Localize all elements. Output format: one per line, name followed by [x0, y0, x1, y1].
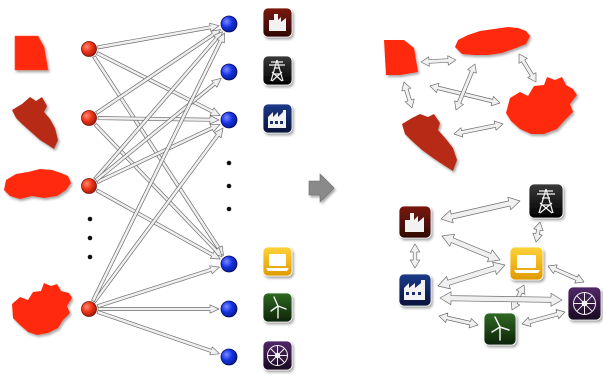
wind-turbine-icon-right	[483, 312, 517, 346]
sector-link-arrow	[438, 312, 479, 329]
link-arrow	[96, 265, 220, 309]
factory-blue-icon-right	[398, 273, 432, 307]
factory-dark-icon	[262, 7, 293, 38]
peru-map-right	[402, 114, 457, 171]
link-arrow	[95, 188, 221, 260]
china-map	[12, 283, 72, 335]
country-link-arrow	[454, 63, 477, 111]
turkey-map-right	[455, 27, 530, 55]
transition-arrow	[308, 173, 335, 203]
country-node-turkey	[81, 178, 97, 194]
link-arrow	[97, 115, 220, 125]
link-arrow	[92, 127, 224, 304]
sector-link-arrow	[409, 243, 421, 269]
china-map-right	[506, 77, 577, 134]
wheel-icon-right	[567, 286, 602, 321]
sector-link-arrow	[441, 233, 501, 263]
sector-link-arrow	[437, 261, 506, 290]
peru-map	[12, 97, 58, 149]
sector-link-arrow	[440, 196, 521, 224]
sector-link-arrow	[439, 291, 563, 307]
sector-node-2	[220, 63, 238, 81]
country-node-china	[81, 301, 97, 317]
sector-ellipsis	[226, 160, 232, 212]
laptop-icon-right	[509, 246, 544, 281]
turkey-map	[4, 169, 71, 199]
wind-turbine-icon	[262, 292, 293, 323]
factory-blue-icon	[262, 103, 293, 134]
sector-link-arrow	[547, 264, 585, 284]
sector-node-1	[220, 15, 238, 33]
country-node-peru	[81, 110, 97, 126]
link-arrow	[95, 51, 221, 116]
link-arrow	[97, 304, 220, 314]
country-link-arrow	[518, 53, 537, 83]
sector-node-6	[220, 348, 238, 366]
country-node-egypt	[81, 41, 97, 57]
country-link-arrow	[401, 81, 415, 109]
egypt-map-right	[384, 40, 418, 75]
country-link-arrow	[429, 82, 501, 107]
left-arrow-layer	[91, 22, 225, 356]
sector-node-4	[220, 255, 238, 273]
link-arrow	[97, 22, 220, 50]
country-ellipsis	[87, 216, 93, 260]
link-arrow	[93, 123, 223, 258]
link-arrow	[96, 123, 221, 184]
link-arrow	[91, 32, 225, 302]
country-link-arrow	[453, 120, 504, 138]
egypt-map	[14, 35, 49, 71]
right-arrow-layer	[401, 53, 585, 329]
link-arrow	[96, 310, 220, 356]
power-tower-icon-right	[528, 183, 564, 219]
sector-node-5	[220, 300, 238, 318]
sector-node-3	[220, 111, 238, 129]
power-tower-icon	[262, 55, 293, 86]
laptop-icon	[262, 246, 293, 277]
sector-link-arrow	[532, 221, 544, 243]
sector-link-arrow	[521, 309, 566, 327]
country-link-arrow	[420, 55, 457, 67]
link-arrow	[95, 29, 222, 115]
wheel-icon	[262, 340, 293, 371]
factory-dark-icon-right	[398, 205, 432, 239]
